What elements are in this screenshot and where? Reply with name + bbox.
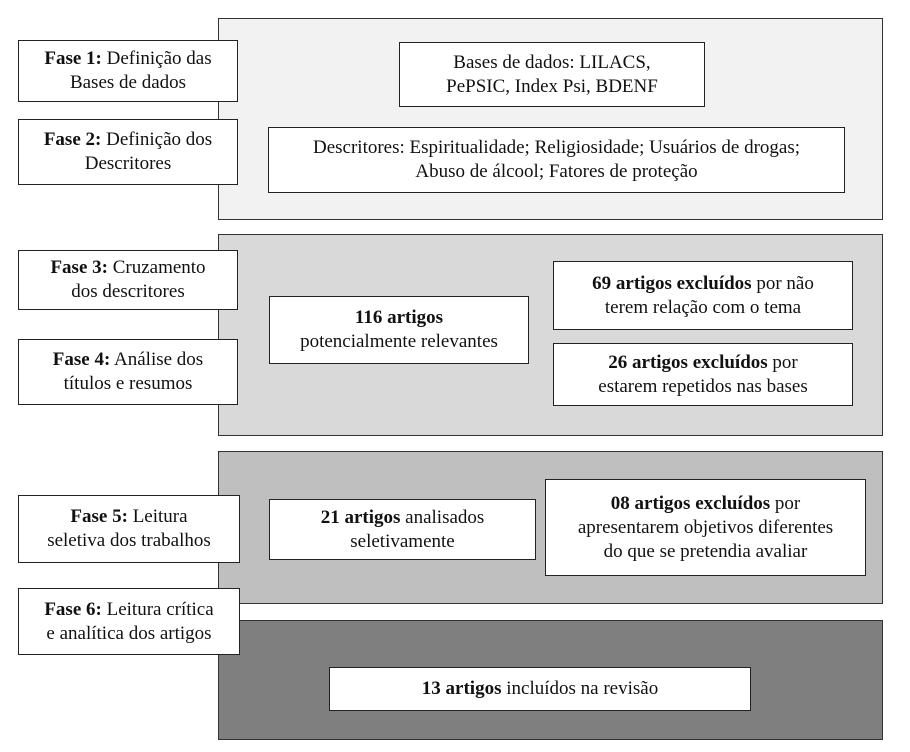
included-articles-box: 13 artigos incluídos na revisão	[329, 667, 751, 711]
phase-4-label: Fase 4:	[52, 349, 111, 370]
phase-1-label: Fase 1:	[44, 48, 102, 69]
phase-2-label: Fase 2:	[43, 129, 102, 150]
phase-6-label: Fase 6:	[44, 598, 102, 620]
analyzed-articles-box: 21 artigos analisados seletivamente	[269, 499, 536, 560]
excluded-unrelated-text-1: por não	[751, 272, 814, 294]
excluded-unrelated-box: 69 artigos excluídos por não terem relaç…	[553, 261, 853, 330]
phase-1-text: Definição das	[101, 48, 212, 69]
phase-3-text: Cruzamento	[107, 257, 206, 278]
phase-3-box: Fase 3: Cruzamento dos descritores	[18, 250, 238, 310]
analyzed-text-2: seletivamente	[350, 530, 455, 552]
phase-2-box: Fase 2: Definição dos Descritores	[18, 119, 238, 185]
excluded-objectives-text-1: por	[770, 492, 801, 514]
descriptors-box: Descritores: Espiritualidade; Religiosid…	[268, 127, 845, 193]
analyzed-count: 21 artigos	[320, 506, 401, 528]
relevant-text: potencialmente relevantes	[300, 331, 498, 352]
phase-3-text-2: dos descritores	[71, 281, 185, 302]
phase-6-text: Leitura crítica	[101, 598, 214, 620]
excluded-duplicates-text-1: por	[767, 351, 798, 373]
included-count: 13 artigos	[421, 678, 502, 699]
excluded-objectives-text-3: do que se pretendia avaliar	[603, 540, 808, 562]
excluded-objectives-text-2: apresentarem objetivos diferentes	[577, 516, 834, 538]
excluded-unrelated-text-2: terem relação com o tema	[604, 296, 802, 318]
phase-2-text-2: Descritores	[84, 153, 172, 174]
excluded-duplicates-box: 26 artigos excluídos por estarem repetid…	[553, 343, 853, 406]
phase-4-box: Fase 4: Análise dos títulos e resumos	[18, 339, 238, 405]
phase-4-text-2: títulos e resumos	[63, 373, 193, 394]
databases-box: Bases de dados: LILACS, PePSIC, Index Ps…	[399, 42, 705, 107]
included-text: incluídos na revisão	[501, 678, 659, 699]
excluded-duplicates-text-2: estarem repetidos nas bases	[598, 375, 808, 397]
phase-4-text: Análise dos	[110, 349, 204, 370]
phase-2-text: Definição dos	[101, 129, 213, 150]
phase-5-box: Fase 5: Leitura seletiva dos trabalhos	[18, 495, 240, 563]
phase-3-label: Fase 3:	[50, 257, 108, 278]
databases-text-1: Bases de dados: LILACS,	[453, 51, 651, 73]
relevant-count: 116 artigos	[354, 307, 444, 328]
descriptors-text-1: Descritores: Espiritualidade; Religiosid…	[312, 137, 801, 158]
phase-5-label: Fase 5:	[70, 506, 128, 527]
databases-text-2: PePSIC, Index Psi, BDENF	[446, 75, 658, 97]
relevant-articles-box: 116 artigos potencialmente relevantes	[269, 296, 529, 364]
phase-5-text-2: seletiva dos trabalhos	[47, 530, 211, 551]
excluded-objectives-count: 08 artigos excluídos	[610, 492, 771, 514]
excluded-unrelated-count: 69 artigos excluídos	[592, 272, 752, 294]
excluded-objectives-box: 08 artigos excluídos por apresentarem ob…	[545, 479, 866, 576]
phase-5-text: Leitura	[127, 506, 188, 527]
excluded-duplicates-count: 26 artigos excluídos	[608, 351, 768, 373]
phase-1-text-2: Bases de dados	[69, 72, 187, 93]
phase-1-box: Fase 1: Definição das Bases de dados	[18, 40, 238, 102]
descriptors-text-2: Abuso de álcool; Fatores de proteção	[415, 161, 698, 182]
analyzed-text-1: analisados	[400, 506, 485, 528]
phase-6-text-2: e analítica dos artigos	[46, 622, 212, 644]
phase-6-box: Fase 6: Leitura crítica e analítica dos …	[18, 588, 240, 655]
